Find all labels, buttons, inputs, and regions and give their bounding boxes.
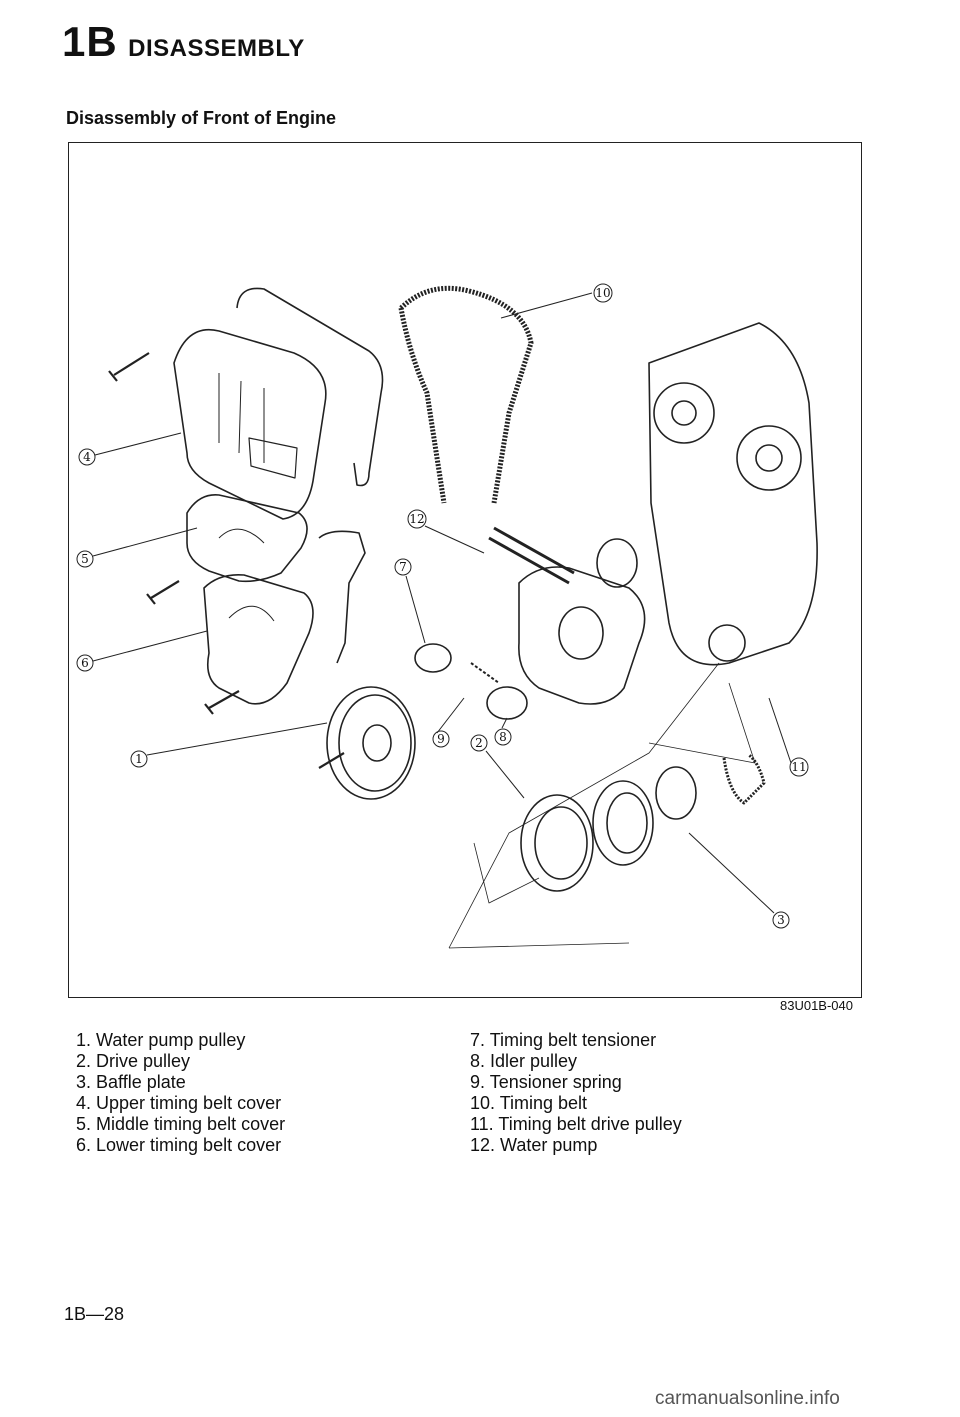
callout-12: 12 [407,509,427,529]
legend-right-column: 7. Timing belt tensioner 8. Idler pulley… [470,1030,682,1156]
callout-2: 2 [470,734,488,752]
section-title: DISASSEMBLY [128,35,305,62]
svg-text:11: 11 [791,760,806,774]
legend-item: 5. Middle timing belt cover [76,1114,286,1134]
callout-7: 7 [394,558,412,576]
lower-cover-shape [203,573,314,705]
legend-left-column: 1. Water pump pulley 2. Drive pulley 3. … [76,1030,285,1156]
drive-pulley-shape [520,794,594,892]
engine-block-shape [648,322,818,666]
callout-10: 10 [593,283,613,303]
legend-item: 8. Idler pulley [470,1051,578,1071]
callout-5: 5 [76,550,94,568]
svg-text:6: 6 [81,656,89,670]
callout-1: 1 [130,750,148,768]
svg-text:1: 1 [135,752,143,766]
svg-text:2: 2 [475,736,483,750]
legend-item: 11. Timing belt drive pulley [470,1114,682,1134]
legend-item: 12. Water pump [470,1135,598,1155]
tensioner-shape [414,643,452,673]
exploded-diagram: 1 2 3 4 5 6 7 [68,142,862,998]
callout-11: 11 [789,757,809,777]
legend-item: 7. Timing belt tensioner [470,1030,657,1050]
page-number: 1B—28 [64,1304,125,1324]
section-number: 1B [62,18,118,65]
svg-text:8: 8 [499,730,507,744]
idler-pulley-shape [486,686,528,720]
upper-cover-shape [173,329,327,520]
svg-text:10: 10 [595,286,610,300]
callout-4: 4 [78,448,96,466]
engine-front-illustration: 1 2 3 4 5 6 7 [76,283,818,949]
water-pump-pulley-shape [326,686,416,800]
middle-cover-shape [186,494,308,583]
legend-item: 9. Tensioner spring [470,1072,622,1092]
svg-text:3: 3 [777,913,785,927]
legend-item: 6. Lower timing belt cover [76,1135,282,1155]
page-subtitle: Disassembly of Front of Engine [66,108,337,128]
section-header: 1B DISASSEMBLY [62,18,305,66]
svg-text:5: 5 [81,552,89,566]
cover-gasket-shape [236,287,384,487]
legend-item: 1. Water pump pulley [76,1030,246,1050]
callout-3: 3 [772,911,790,929]
callout-9: 9 [432,730,450,748]
timing-belt-shape [398,285,534,504]
legend-item: 3. Baffle plate [76,1072,186,1092]
figure-code: 83U01B-040 [780,998,853,1013]
water-pump-shape [518,566,646,705]
svg-text:12: 12 [409,512,424,526]
svg-text:9: 9 [437,732,445,746]
callout-6: 6 [76,654,94,672]
legend-item: 10. Timing belt [470,1093,588,1113]
svg-text:4: 4 [83,450,91,464]
callout-8: 8 [494,728,512,746]
watermark-text: carmanualsonline.info [655,1388,840,1409]
svg-text:7: 7 [399,560,407,574]
legend-item: 4. Upper timing belt cover [76,1093,282,1113]
baffle-plate-shape [655,766,697,820]
legend-item: 2. Drive pulley [76,1051,191,1071]
